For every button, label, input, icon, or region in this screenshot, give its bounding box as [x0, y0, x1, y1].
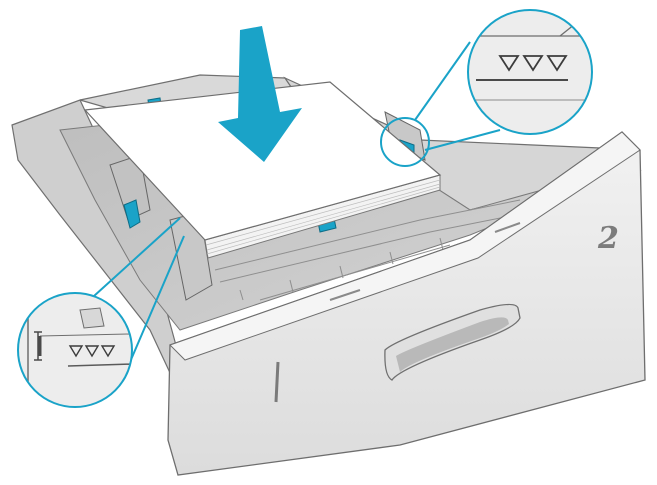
rear-guide-blue-tab: [123, 199, 141, 229]
tray-handle-recess: [396, 317, 509, 372]
tray-front-panel: 2: [167, 131, 646, 476]
right-callout-source-ring: [380, 117, 430, 167]
fill-limit-triangles-icon: [68, 345, 116, 358]
tray-number-label: 2: [597, 221, 619, 256]
callout-leaders: [93, 41, 501, 363]
front-vertical-mark: [274, 361, 280, 403]
left-zoom-callout: [17, 292, 133, 408]
front-slot-mark-2: [494, 222, 521, 233]
front-top-lip: [169, 131, 641, 361]
down-arrow-icon: [218, 26, 302, 162]
paper-stack-limit-mark-icon: [34, 331, 42, 361]
floor-ribs: [214, 199, 531, 301]
fill-limit-triangles-icon: [498, 55, 568, 72]
right-zoom-callout: [467, 9, 593, 135]
front-slot-mark-1: [329, 289, 361, 301]
